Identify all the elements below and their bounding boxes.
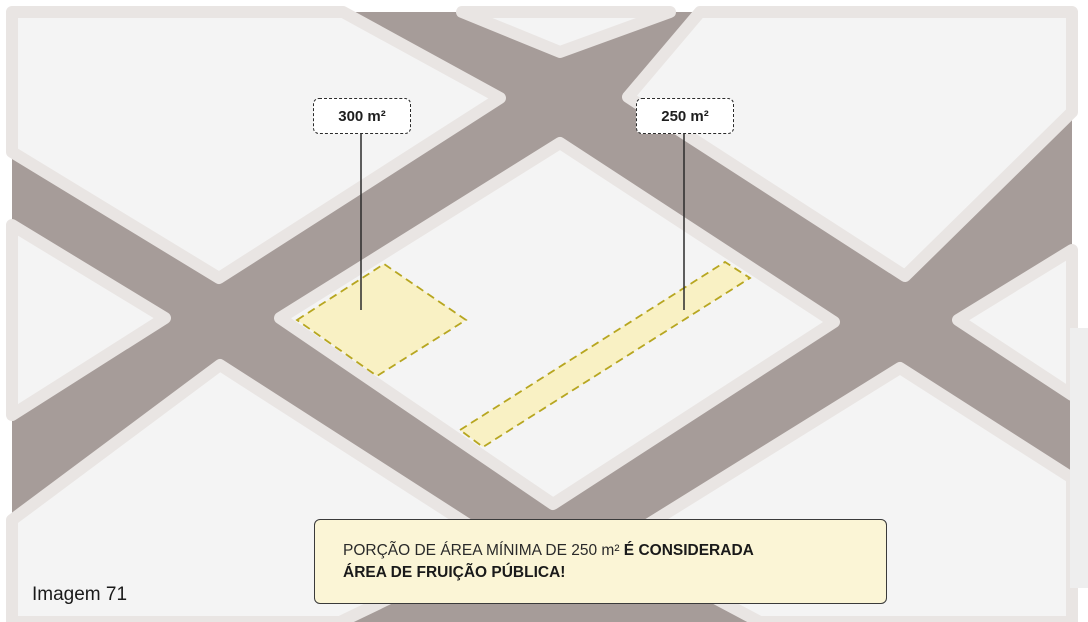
block-left xyxy=(6,219,171,421)
area-label-250: 250 m² xyxy=(636,98,734,134)
info-text-bold-2: ÁREA DE FRUIÇÃO PÚBLICA! xyxy=(343,564,566,581)
block-right xyxy=(952,244,1078,401)
info-callout: PORÇÃO DE ÁREA MÍNIMA DE 250 m² É CONSID… xyxy=(314,519,887,604)
block-center xyxy=(274,137,840,510)
info-text-normal: PORÇÃO DE ÁREA MÍNIMA DE 250 m² xyxy=(343,542,624,559)
area-label-300: 300 m² xyxy=(313,98,411,134)
highlight-area-250 xyxy=(458,260,752,449)
info-text-bold-1: É CONSIDERADA xyxy=(623,542,754,559)
image-caption: Imagem 71 xyxy=(32,584,128,605)
block-top-right xyxy=(622,6,1078,282)
block-top-middle xyxy=(456,6,676,58)
side-scroll-panel[interactable] xyxy=(1070,328,1088,588)
city-blocks xyxy=(6,6,1078,622)
highlight-area-300 xyxy=(295,262,468,378)
block-top-left xyxy=(6,6,506,284)
